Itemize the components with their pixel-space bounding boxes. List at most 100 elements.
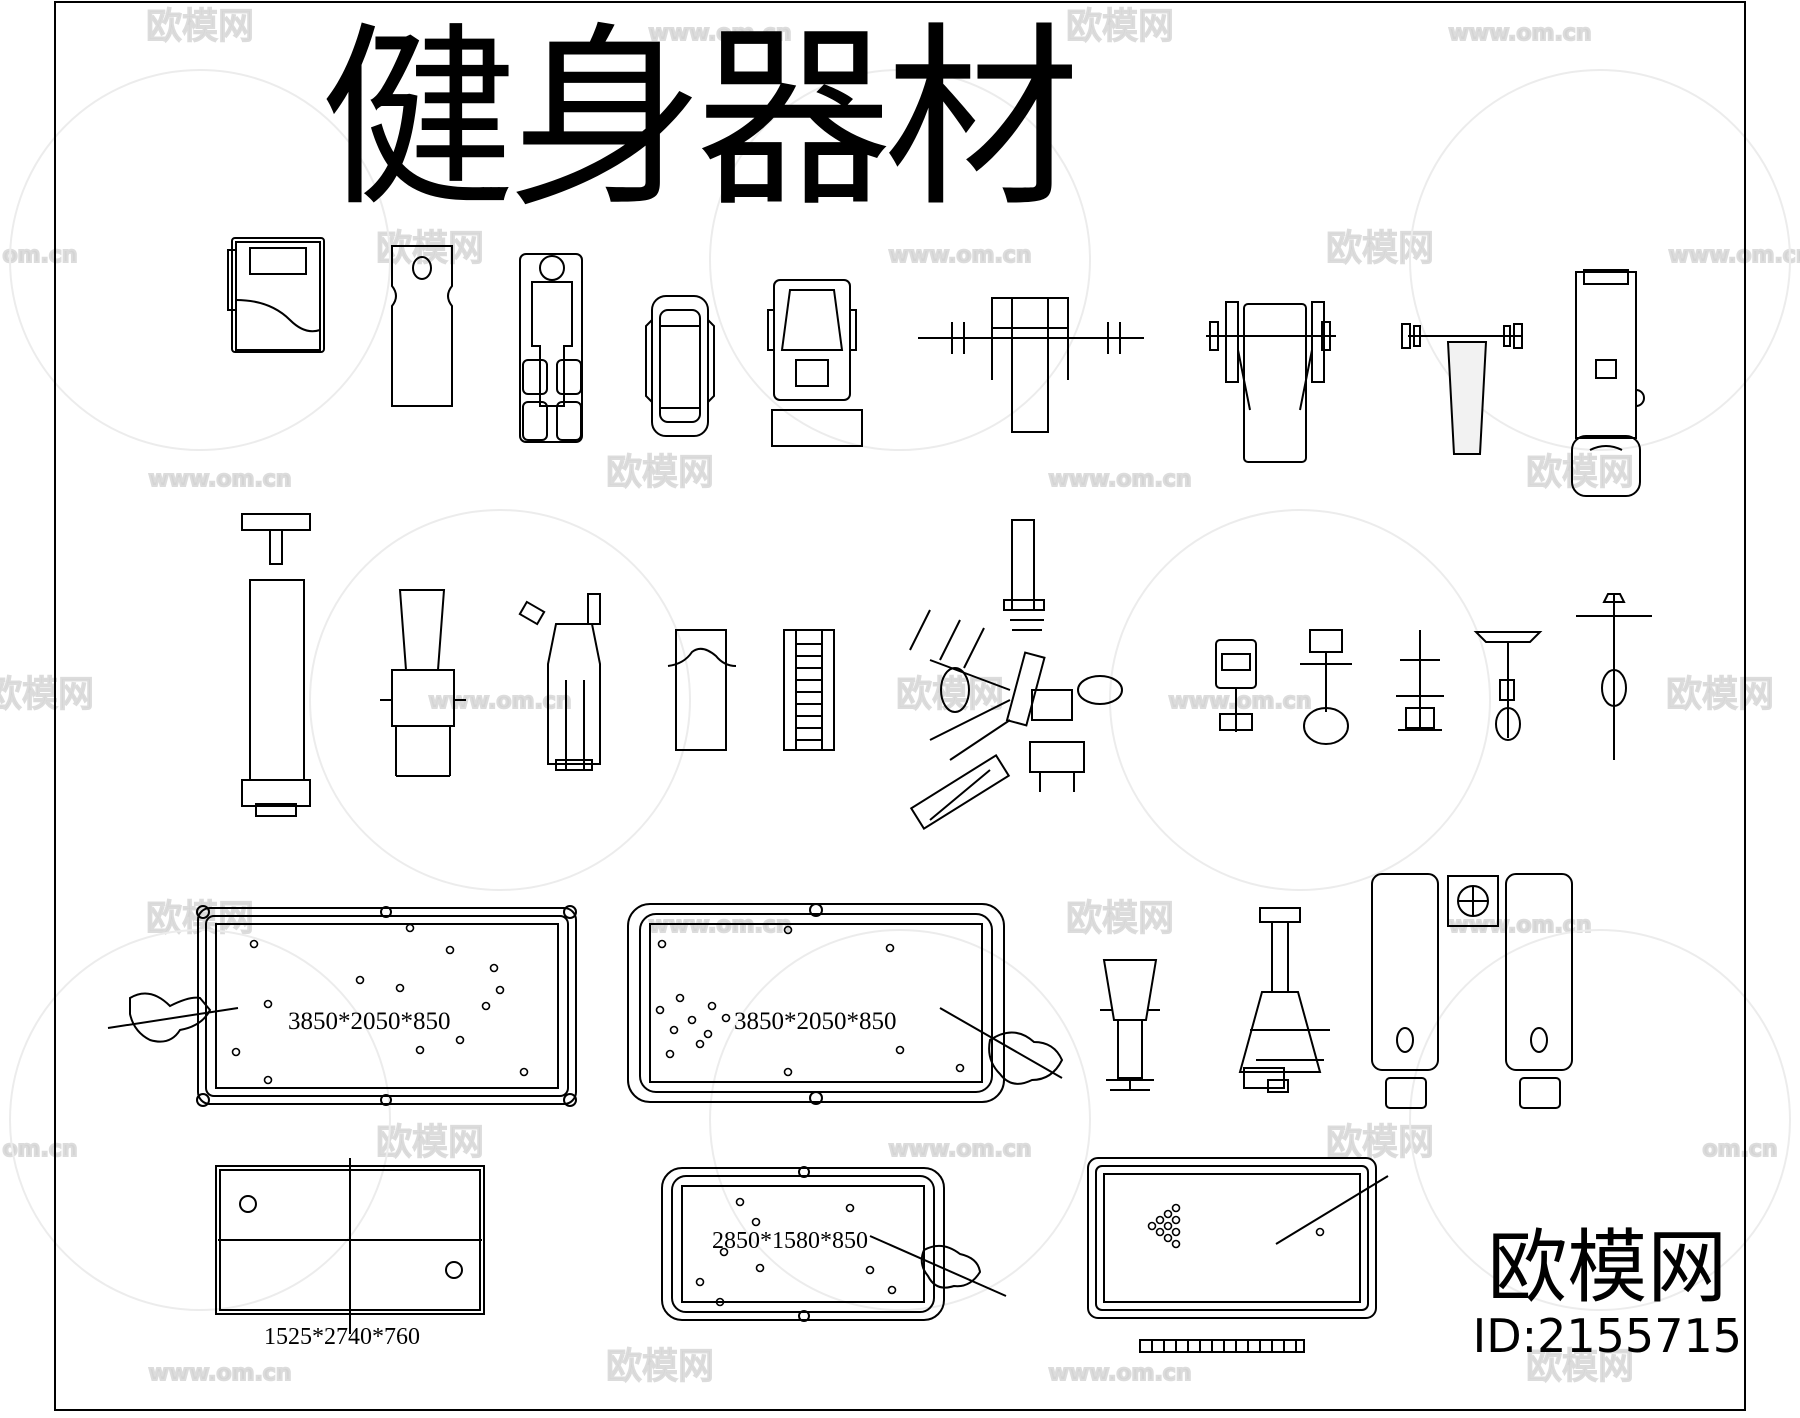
billiard-ball <box>519 1067 529 1077</box>
billiard-ball <box>675 993 685 1003</box>
brand-name: 欧模网 <box>1487 1221 1728 1314</box>
watermark-logo: 欧模网 <box>1326 228 1434 269</box>
double-bench-press-symbol <box>1371 873 1573 1109</box>
elliptical-trainer-symbol <box>1215 639 1257 732</box>
watermark-url: www.om.cn <box>1048 467 1191 492</box>
multi-station-gym-symbol <box>909 519 1123 831</box>
road-bike-symbol <box>1473 631 1543 741</box>
pool-table-small-dimension: 2850*1580*850 <box>712 1228 868 1254</box>
watermark-logo: 欧模网 <box>606 452 714 493</box>
weight-machine-symbol <box>1238 907 1330 1093</box>
billiard-ball <box>695 1039 705 1049</box>
pool-table-small-symbol <box>661 1166 1007 1322</box>
billiard-ball <box>665 1049 675 1059</box>
drawing-title: 健身器材 <box>320 6 1080 234</box>
ping-pong-table-symbol <box>215 1158 485 1334</box>
billiard-ball <box>655 1005 665 1015</box>
watermark-arc <box>9 69 391 451</box>
billiard-ball <box>395 983 405 993</box>
billiard-ball <box>783 1067 793 1077</box>
watermark-url: www.om.cn <box>1048 1361 1191 1386</box>
watermark-arc <box>1409 929 1791 1311</box>
snooker-rack-ball <box>1171 1215 1181 1225</box>
pool-table-left-symbol <box>107 905 577 1107</box>
treadmill-symbol <box>227 237 325 353</box>
billiard-ball <box>703 1029 713 1039</box>
watermark-logo: 欧模网 <box>0 674 94 715</box>
ab-bench-symbol <box>1100 959 1160 1091</box>
watermark-url: www.om.cn <box>1668 243 1800 268</box>
drawing-frame <box>54 1 1746 1411</box>
billiard-ball <box>263 999 273 1009</box>
watermark-logo: 欧模网 <box>1066 6 1174 47</box>
watermark-arc <box>1109 509 1491 891</box>
billiard-ball <box>355 975 365 985</box>
bicycle-symbol <box>1576 593 1652 760</box>
watermark-url: www.om.cn <box>648 913 791 938</box>
snooker-rack-ball <box>1163 1221 1173 1231</box>
billiard-ball <box>845 1203 855 1213</box>
snooker-rack-ball <box>1163 1209 1173 1219</box>
watermark-logo: 欧模网 <box>896 674 1004 715</box>
billiard-ball <box>735 1197 745 1207</box>
billiard-ball <box>669 1025 679 1035</box>
watermark-layer: 欧模网欧模网欧模网欧模网欧模网欧模网欧模网欧模网欧模网欧模网欧模网欧模网欧模网欧… <box>0 5 1800 1388</box>
watermark-logo: 欧模网 <box>1066 898 1174 939</box>
snooker-rack-ball <box>1155 1227 1165 1237</box>
watermark-arc <box>1409 69 1791 451</box>
multi-gym-station-symbol <box>1571 269 1645 497</box>
watermark-url: www.om.cn <box>1448 21 1591 46</box>
rowing-machine-symbol <box>380 589 466 777</box>
billiard-ball <box>755 1263 765 1273</box>
dumbbell-bench-symbol <box>1401 323 1523 455</box>
watermark-logo: 欧模网 <box>376 1122 484 1163</box>
pool-table-left-dimension: 3850*2050*850 <box>288 1008 451 1035</box>
spin-bike-symbol <box>1396 630 1444 731</box>
watermark-url: www.om.cn <box>148 467 291 492</box>
ping-pong-table-dimension: 1525*2740*760 <box>264 1324 420 1350</box>
billiard-ball <box>707 1001 717 1011</box>
billiard-ball <box>415 1045 425 1055</box>
billiard-ball <box>445 945 455 955</box>
billiard-ball <box>495 985 505 995</box>
billiard-ball <box>783 925 793 935</box>
watermark-arc <box>309 509 691 891</box>
watermark-url: www.om.cn <box>428 689 571 714</box>
billiard-balls <box>231 923 1325 1307</box>
billiard-ball <box>249 939 259 949</box>
rowing-seat-symbol <box>645 295 715 437</box>
watermark-logo: 欧模网 <box>1326 1122 1434 1163</box>
snooker-rack-ball <box>1155 1215 1165 1225</box>
billiard-ball <box>489 963 499 973</box>
watermark-arc <box>709 69 1091 451</box>
watermark-arc <box>709 929 1091 1311</box>
watermark-url-partial: om.cn <box>1702 1137 1777 1162</box>
snooker-rack-ball <box>1171 1239 1181 1249</box>
step-platform-symbol <box>667 629 737 751</box>
snooker-rack-ball <box>1171 1227 1181 1237</box>
watermark-logo: 欧模网 <box>606 1346 714 1387</box>
exercise-bike-symbol <box>1300 629 1352 745</box>
stair-climber-symbol <box>783 629 835 751</box>
incline-bench-symbol <box>1206 301 1336 463</box>
watermark-logo: 欧模网 <box>1526 1346 1634 1387</box>
billiard-ball <box>895 1045 905 1055</box>
billiard-ball <box>455 1035 465 1045</box>
watermark-arc <box>9 929 391 1311</box>
massage-bed-symbol <box>519 253 583 443</box>
leg-press-symbol <box>241 513 311 817</box>
cable-machine-symbol <box>518 593 601 771</box>
watermark-url: www.om.cn <box>148 1361 291 1386</box>
watermark-url-partial: om.cn <box>2 243 77 268</box>
billiard-ball <box>695 1277 705 1287</box>
watermark-logo: 欧模网 <box>1666 674 1774 715</box>
exercise-mat-symbol <box>391 245 453 407</box>
billiard-ball <box>721 1013 731 1023</box>
snooker-table-symbol <box>1087 1157 1389 1353</box>
pool-table-right-dimension: 3850*2050*850 <box>734 1008 897 1035</box>
billiard-ball <box>955 1063 965 1073</box>
snooker-rack-ball <box>1171 1203 1181 1213</box>
billiard-ball <box>751 1217 761 1227</box>
billiard-ball <box>263 1075 273 1085</box>
billiard-ball <box>885 943 895 953</box>
